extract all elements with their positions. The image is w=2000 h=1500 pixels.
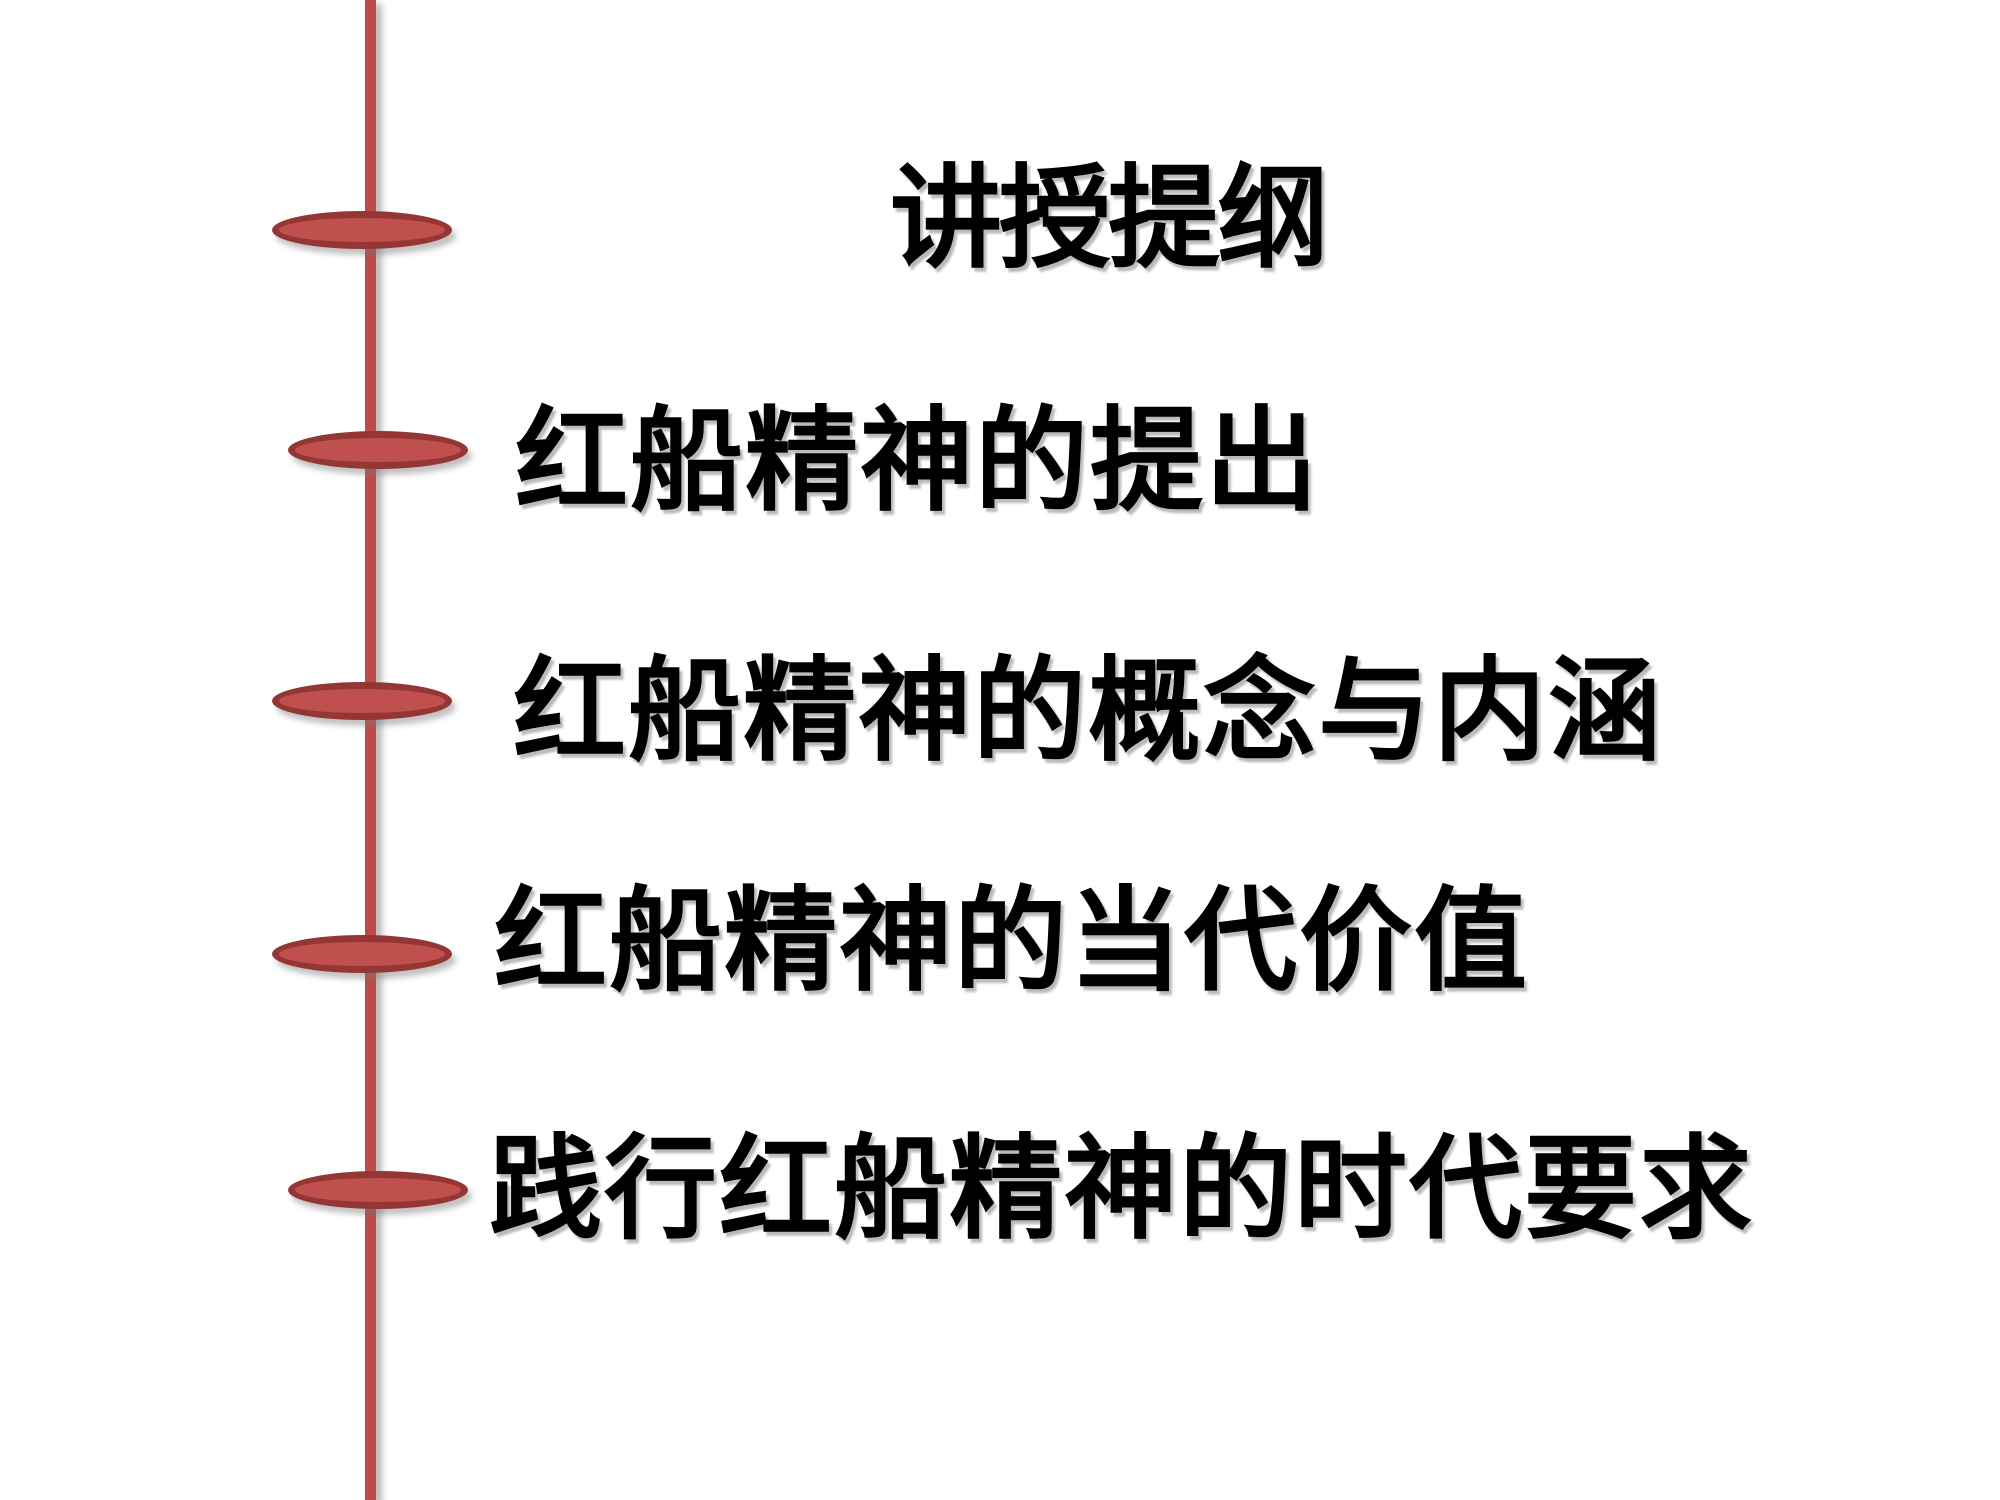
timeline-node-ellipse [288, 431, 468, 469]
slide-title: 讲授提纲 [890, 156, 1329, 281]
timeline-node-ellipse [272, 935, 452, 973]
outline-item-1: 红船精神的提出 [515, 398, 1320, 524]
timeline-node-ellipse [272, 211, 452, 249]
timeline-line [365, 0, 376, 1500]
outline-item-2: 红船精神的概念与内涵 [513, 648, 1663, 774]
outline-item-3: 红船精神的当代价值 [494, 878, 1529, 1004]
timeline-node-ellipse [288, 1171, 468, 1209]
outline-item-4: 践行红船精神的时代要求 [489, 1126, 1754, 1252]
timeline-node-ellipse [272, 682, 452, 720]
